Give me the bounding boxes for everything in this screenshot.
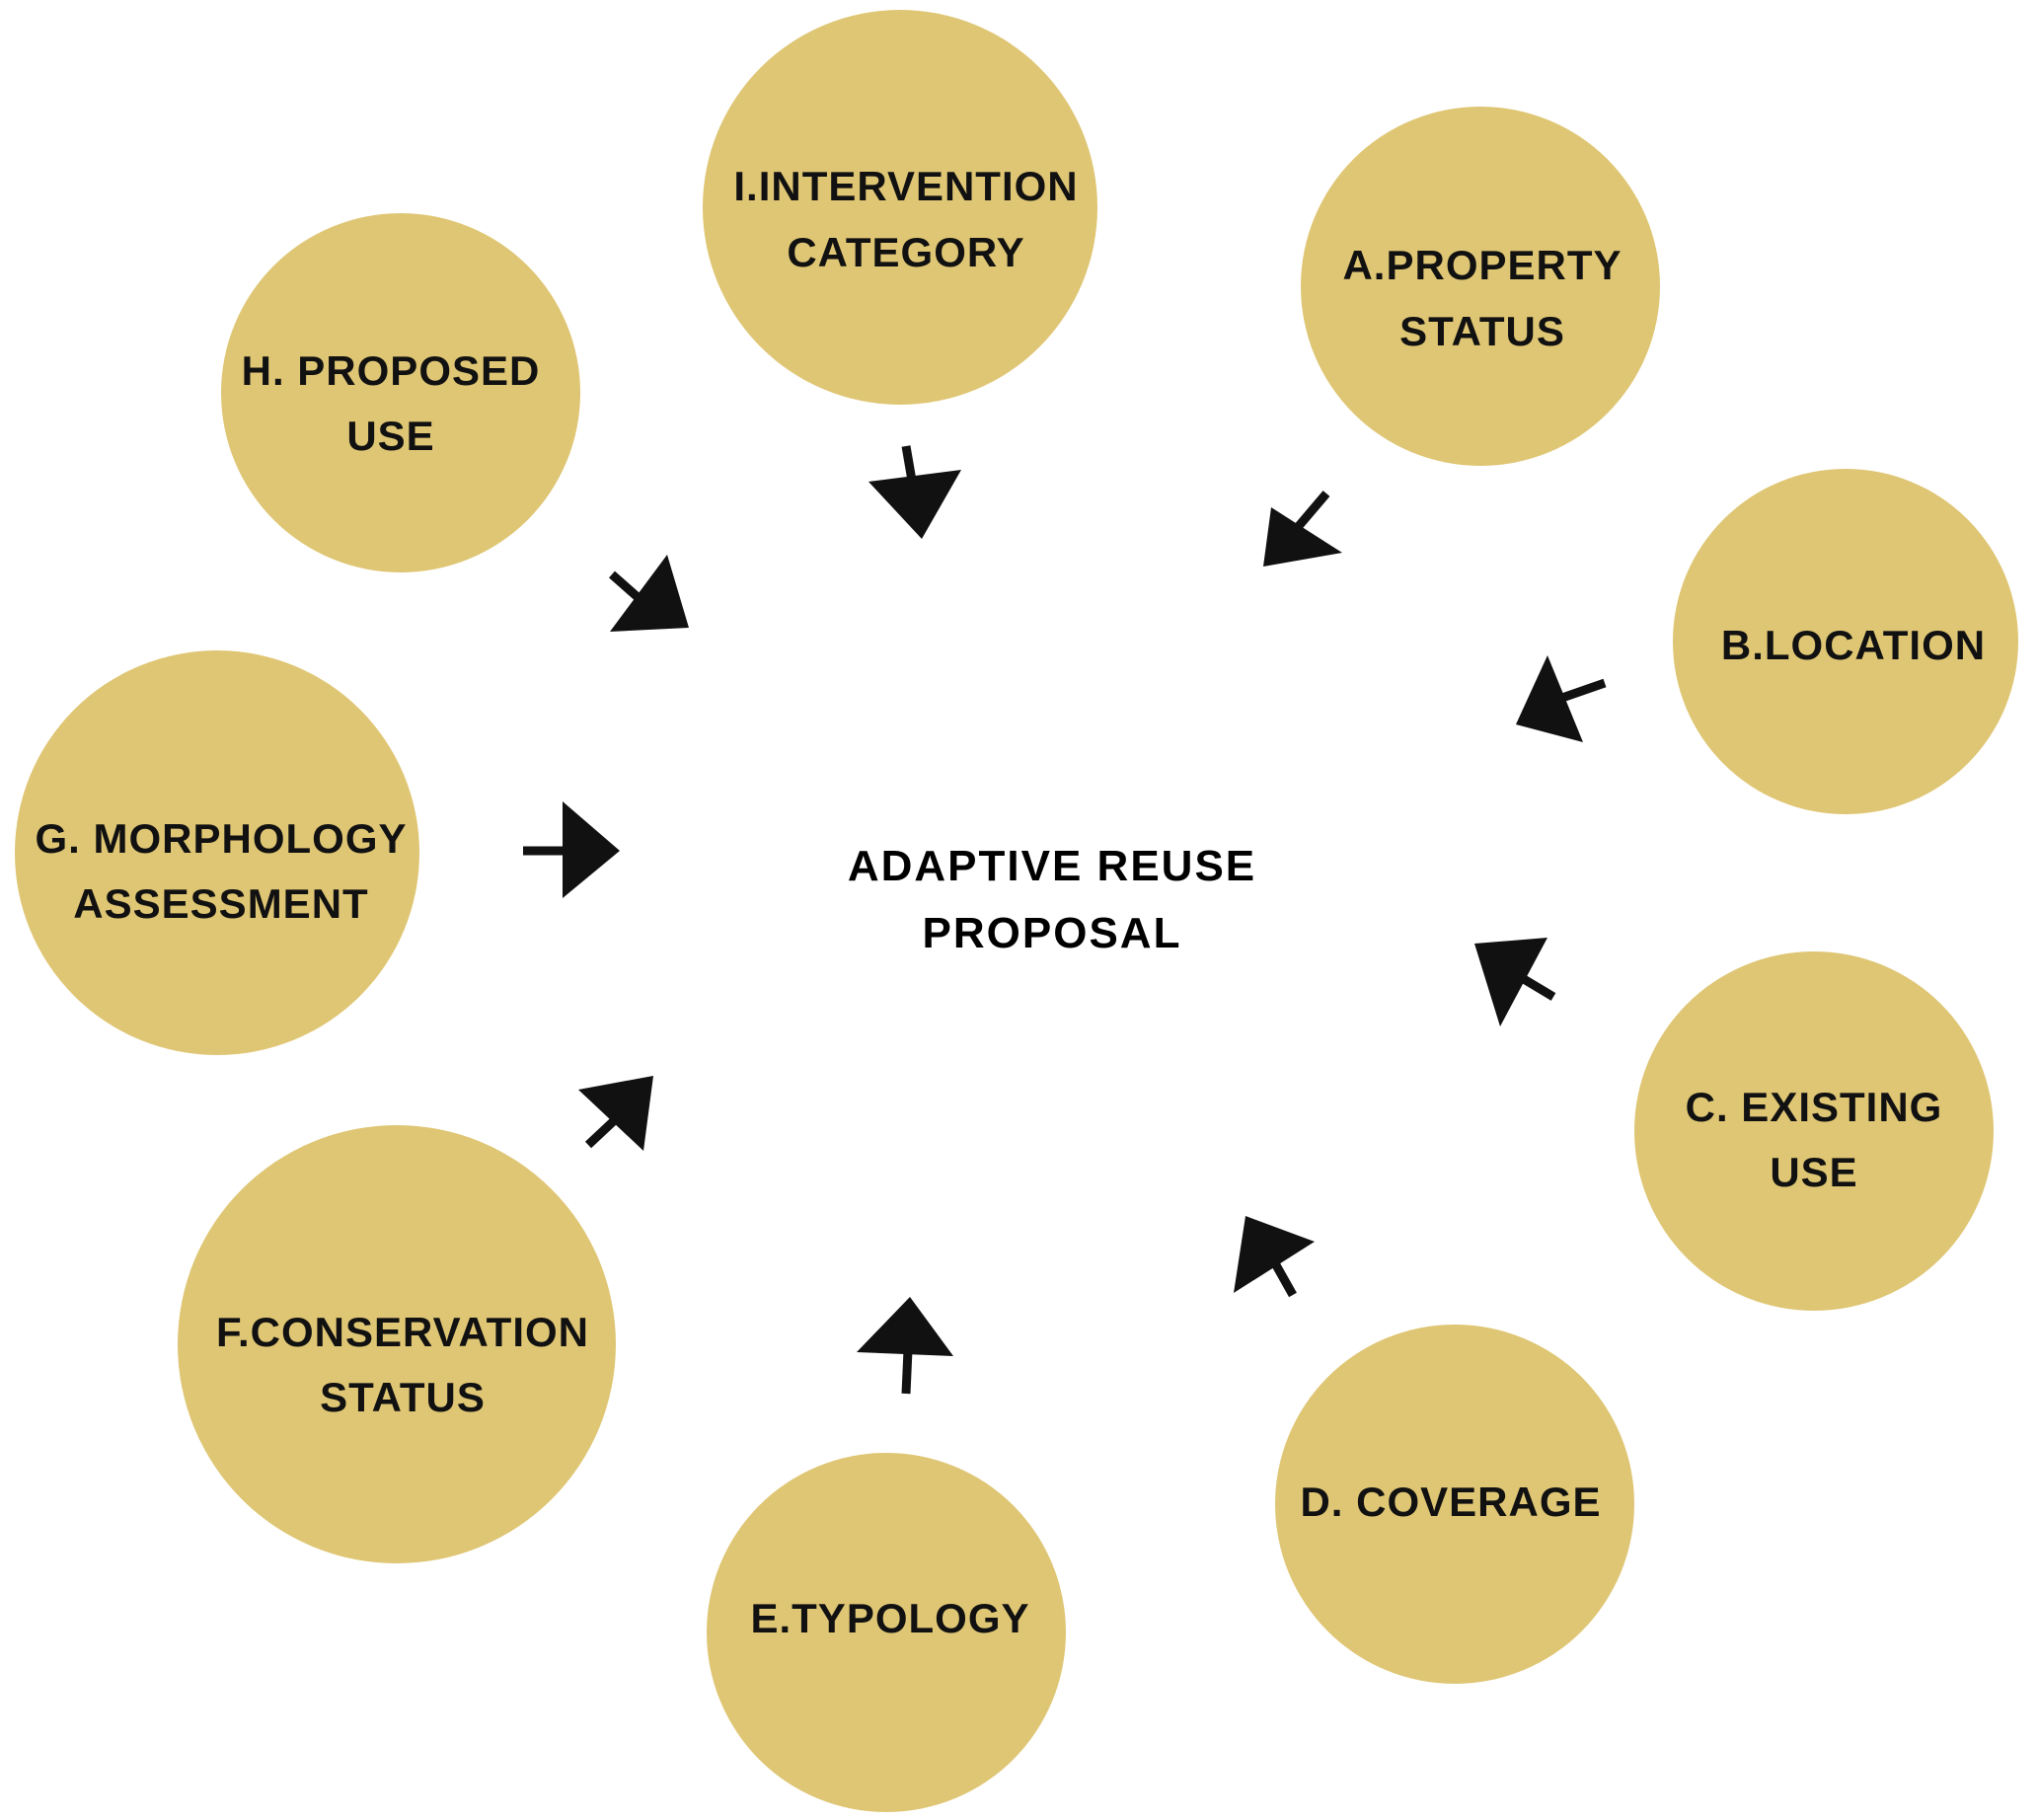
node-morphology-assessment-label-line2: ASSESSMENT	[73, 880, 368, 927]
center-label: ADAPTIVE REUSE PROPOSAL	[848, 842, 1256, 957]
arrow-from-conservation-status	[578, 1076, 653, 1151]
node-intervention-category-label-line2: CATEGORY	[787, 229, 1024, 275]
node-proposed-use-circle	[221, 213, 580, 572]
node-existing-use-circle	[1634, 951, 1994, 1311]
node-existing-use-label-line1: C. EXISTING	[1686, 1084, 1943, 1130]
center-label-line2: PROPOSAL	[923, 909, 1182, 957]
arrow-from-proposed-use	[609, 555, 689, 632]
node-property-status-circle	[1301, 107, 1660, 466]
node-conservation-status-label-line1: F.CONSERVATION	[216, 1309, 589, 1355]
node-location-circle	[1673, 469, 2018, 814]
node-existing-use: C. EXISTING USE	[1634, 951, 1994, 1311]
node-morphology-assessment: G. MORPHOLOGY ASSESSMENT	[15, 650, 419, 1055]
node-coverage-circle	[1275, 1325, 1634, 1684]
arrow-from-intervention-category	[868, 445, 961, 539]
node-morphology-assessment-label-line1: G. MORPHOLOGY	[35, 815, 407, 862]
node-coverage: D. COVERAGE	[1275, 1325, 1634, 1684]
node-existing-use-label-line2: USE	[1770, 1149, 1857, 1195]
center-label-line1: ADAPTIVE REUSE	[848, 842, 1256, 890]
node-typology-label-line1: E.TYPOLOGY	[750, 1595, 1029, 1641]
node-proposed-use-label-line1: H. PROPOSED	[242, 347, 541, 394]
arrow-from-location	[1516, 655, 1607, 742]
node-property-status-label-line2: STATUS	[1399, 308, 1565, 354]
node-typology: E.TYPOLOGY	[707, 1453, 1066, 1812]
node-conservation-status-circle	[178, 1125, 616, 1563]
node-intervention-category-label-line1: I.INTERVENTION	[733, 163, 1078, 209]
node-conservation-status-label-line2: STATUS	[320, 1374, 486, 1420]
arrow-from-morphology-assessment	[523, 801, 620, 898]
node-coverage-label-line1: D. COVERAGE	[1300, 1479, 1601, 1525]
arrow-from-typology	[857, 1297, 953, 1395]
node-property-status: A.PROPERTY STATUS	[1301, 107, 1660, 466]
node-location: B.LOCATION	[1673, 469, 2018, 814]
node-intervention-category-circle	[703, 10, 1097, 405]
node-property-status-label-line1: A.PROPERTY	[1342, 242, 1622, 288]
arrow-from-coverage	[1234, 1216, 1315, 1298]
node-intervention-category: I.INTERVENTION CATEGORY	[703, 10, 1097, 405]
node-conservation-status: F.CONSERVATION STATUS	[178, 1125, 616, 1563]
arrow-from-existing-use	[1474, 938, 1556, 1026]
node-proposed-use: H. PROPOSED USE	[221, 213, 580, 572]
node-morphology-assessment-circle	[15, 650, 419, 1055]
node-typology-circle	[707, 1453, 1066, 1812]
arrow-from-property-status	[1263, 491, 1342, 567]
node-proposed-use-label-line2: USE	[346, 413, 434, 459]
node-location-label-line1: B.LOCATION	[1721, 622, 1986, 668]
